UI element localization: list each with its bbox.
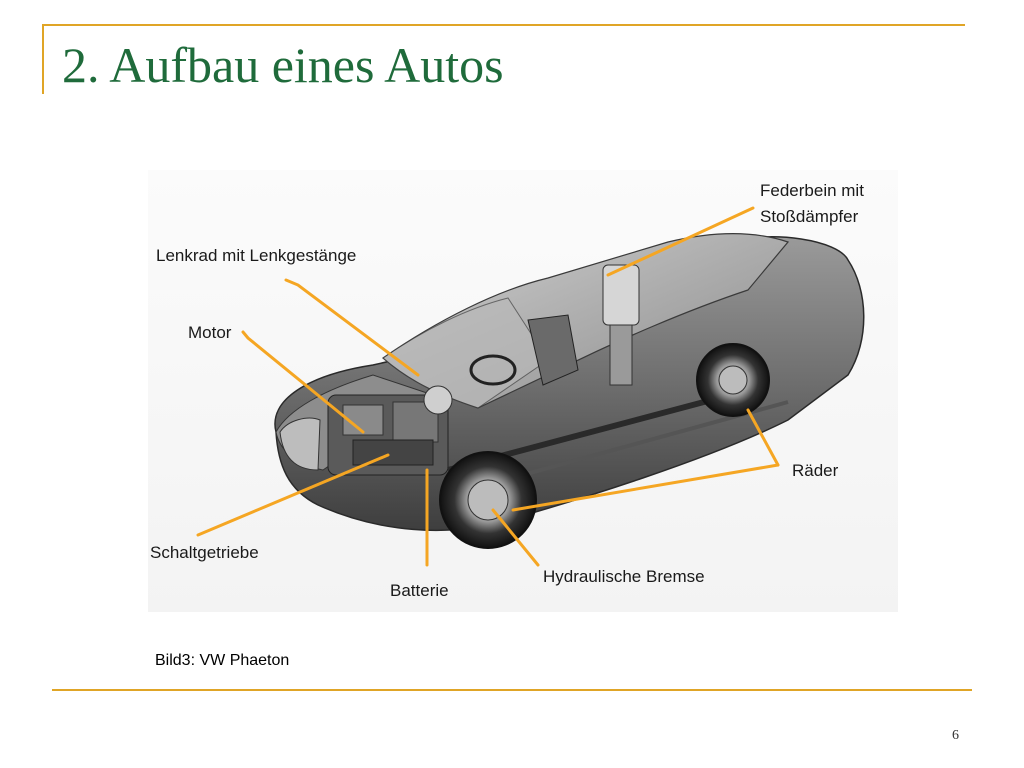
label-batterie: Batterie (390, 581, 449, 600)
slide-title: 2. Aufbau eines Autos (62, 37, 504, 93)
engine-block (327, 385, 453, 476)
leader-lenkrad (284, 278, 420, 377)
car-illustration: Federbein mit Stoßdämpfer Lenkrad mit Le… (148, 170, 898, 612)
label-bremse: Hydraulische Bremse (543, 567, 705, 586)
grille (279, 417, 321, 471)
label-motor: Motor (188, 323, 232, 342)
front-wheel (439, 451, 537, 549)
leader-motor (241, 330, 365, 434)
strut-tower (602, 264, 640, 386)
steering-wheel (469, 354, 517, 386)
frame-top-rule (42, 24, 965, 26)
label-federbein-line1: Federbein mit (760, 181, 864, 200)
label-raeder: Räder (792, 461, 839, 480)
label-lenkrad: Lenkrad mit Lenkgestänge (156, 246, 357, 265)
leader-bremse (491, 508, 540, 567)
leader-schaltgetriebe (196, 453, 390, 537)
car-drawing (148, 170, 898, 612)
seat (527, 314, 579, 386)
leader-lines (196, 206, 780, 567)
frame-bottom-rule (52, 689, 972, 691)
label-federbein-line2: Stoßdämpfer (760, 207, 859, 226)
leader-raeder-front (511, 463, 780, 512)
leader-federbein (606, 206, 755, 277)
rear-wheel (696, 343, 770, 417)
page-number: 6 (952, 728, 959, 743)
leader-raeder-rear (746, 408, 780, 467)
frame-left-rule (42, 24, 44, 94)
figure-caption: Bild3: VW Phaeton (155, 652, 290, 669)
label-schaltgetriebe: Schaltgetriebe (150, 543, 259, 562)
